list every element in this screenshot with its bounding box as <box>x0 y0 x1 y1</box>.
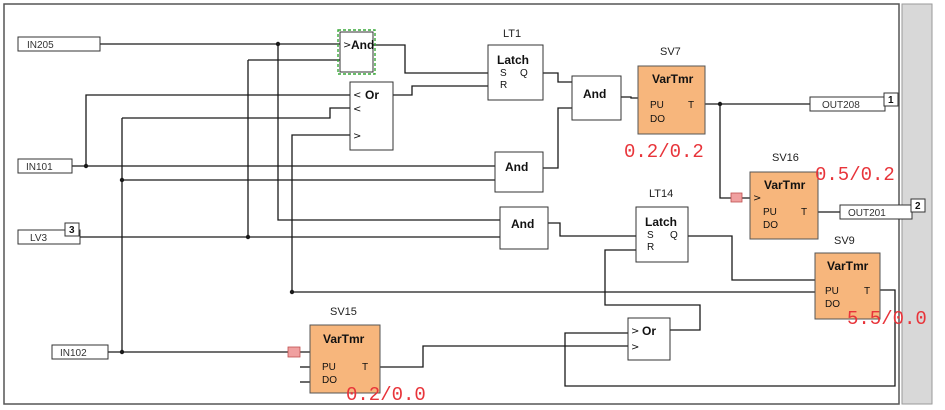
timer-sv7-pu-pin: PU <box>650 100 664 111</box>
or-gate-2-input-symbol-2: > <box>631 342 639 353</box>
timer-sv15-do-pin: DO <box>322 375 337 386</box>
timer-sv15-title: VarTmr <box>323 332 365 346</box>
timer-sv9-t-pin: T <box>864 286 870 297</box>
output-out201[interactable]: OUT201 2 <box>839 198 926 220</box>
and-gate-3-label: And <box>505 160 528 174</box>
output-out208-label: OUT208 <box>822 100 860 111</box>
timer-sv15[interactable]: SV15 VarTmr PU T DO <box>287 306 381 394</box>
and-gate-1-label: And <box>351 38 374 52</box>
latch-lt14-r-pin: R <box>647 242 654 253</box>
timer-sv9-name: SV9 <box>834 235 855 247</box>
timer-sv7[interactable]: SV7 VarTmr PU T DO <box>637 46 706 135</box>
or-gate-2-label: Or <box>642 324 656 338</box>
timer-sv16-name: SV16 <box>772 152 799 164</box>
timer-sv9-title: VarTmr <box>827 259 869 273</box>
timer-sv7-t-pin: T <box>688 100 694 111</box>
latch-lt14-q-pin: Q <box>670 230 678 241</box>
output-out201-number: 2 <box>915 201 921 212</box>
latch-lt14-s-pin: S <box>647 230 654 241</box>
input-in102[interactable]: IN102 <box>51 344 109 360</box>
output-out208-number: 1 <box>888 95 894 106</box>
input-in205-label: IN205 <box>27 40 54 51</box>
timer-sv16-t-pin: T <box>801 207 807 218</box>
or-gate-1-input-symbol-3: > <box>353 131 361 142</box>
timer-sv16-input-symbol: > <box>753 193 761 204</box>
timer-sv7-name: SV7 <box>660 46 681 58</box>
input-in205[interactable]: IN205 <box>17 36 101 52</box>
annotation-sv7-setting: 0.2/0.2 <box>624 141 704 163</box>
timer-sv15-t-pin: T <box>362 362 368 373</box>
or-gate-1-input-symbol-2: < <box>353 104 361 115</box>
input-lv3[interactable]: LV3 3 <box>17 222 81 245</box>
timer-sv7-title: VarTmr <box>652 72 694 86</box>
timer-sv15-name: SV15 <box>330 306 357 318</box>
latch-lt14-name: LT14 <box>649 188 673 200</box>
timer-sv16-title: VarTmr <box>764 178 806 192</box>
or-gate-2-input-symbol-1: > <box>631 326 639 337</box>
annotation-sv9-setting: 5.5/0.0 <box>847 308 927 330</box>
annotation-sv16-setting: 0.5/0.2 <box>815 164 895 186</box>
input-in101-label: IN101 <box>26 162 53 173</box>
and-gate-1[interactable]: > And <box>337 29 376 75</box>
and-gate-2[interactable]: And <box>571 75 622 121</box>
or-gate-2[interactable]: > > Or <box>627 317 671 361</box>
timer-sv16-pu-pin: PU <box>763 207 777 218</box>
and-gate-4-label: And <box>511 217 534 231</box>
input-lv3-label: LV3 <box>30 233 47 244</box>
input-in102-label: IN102 <box>60 348 87 359</box>
timer-sv7-do-pin: DO <box>650 114 665 125</box>
annotation-sv15-setting: 0.2/0.0 <box>346 384 426 406</box>
output-out201-label: OUT201 <box>848 208 886 219</box>
latch-lt1-r-pin: R <box>500 80 507 91</box>
or-gate-1-label: Or <box>365 88 379 102</box>
timer-sv9-do-pin: DO <box>825 299 840 310</box>
and-gate-1-input-symbol: > <box>343 40 351 51</box>
input-in101[interactable]: IN101 <box>17 158 73 174</box>
and-gate-3[interactable]: And <box>494 151 544 193</box>
latch-lt1-name: LT1 <box>503 28 521 40</box>
latch-lt14[interactable]: LT14 Latch S Q R <box>635 188 689 263</box>
timer-sv16-do-pin: DO <box>763 220 778 231</box>
timer-sv9[interactable]: SV9 VarTmr PU T DO <box>814 235 881 320</box>
or-gate-1[interactable]: < < > Or <box>349 81 394 151</box>
timer-sv15-pu-pin: PU <box>322 362 336 373</box>
latch-lt1-title: Latch <box>497 53 529 67</box>
latch-lt1[interactable]: LT1 Latch S Q R <box>487 28 544 101</box>
latch-lt1-q-pin: Q <box>520 68 528 79</box>
timer-sv16[interactable]: SV16 > VarTmr PU T DO <box>730 152 819 240</box>
output-out208[interactable]: OUT208 1 <box>809 92 899 112</box>
latch-lt1-s-pin: S <box>500 68 507 79</box>
latch-lt14-title: Latch <box>645 215 677 229</box>
timer-sv9-pu-pin: PU <box>825 286 839 297</box>
right-scroll-panel[interactable] <box>901 3 933 405</box>
junctions <box>83 41 723 355</box>
and-gate-2-label: And <box>583 87 606 101</box>
and-gate-4[interactable]: And <box>499 206 549 250</box>
or-gate-1-input-symbol-1: < <box>353 90 361 101</box>
timer-sv15-breakpoint-marker[interactable] <box>287 346 301 358</box>
timer-sv16-breakpoint-marker[interactable] <box>730 192 743 203</box>
selection-outline <box>337 29 376 75</box>
canvas-frame <box>3 3 900 405</box>
input-lv3-number: 3 <box>69 225 75 236</box>
